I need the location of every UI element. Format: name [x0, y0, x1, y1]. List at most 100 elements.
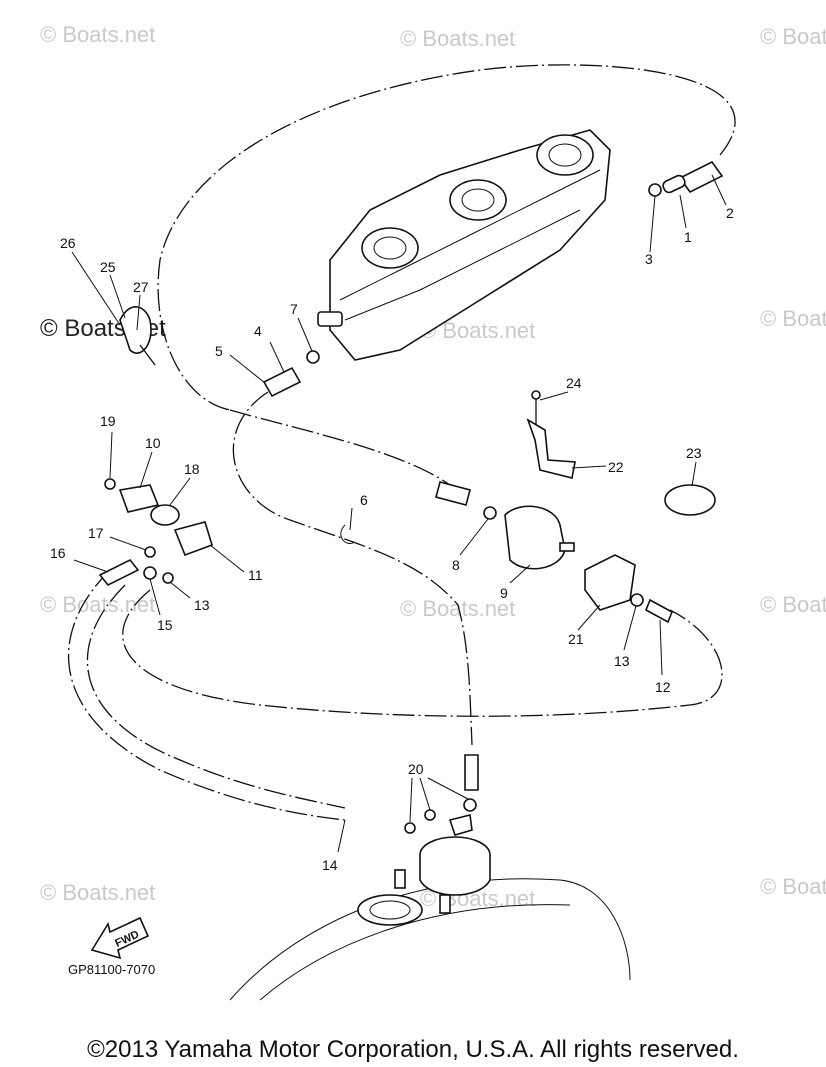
carburetor-mount	[317, 311, 343, 327]
bolt-head-24	[531, 390, 541, 400]
clamp-17	[144, 546, 156, 558]
callout-22: 22	[608, 459, 624, 475]
small-parts	[98, 160, 724, 791]
callout-11: 11	[248, 567, 263, 583]
fuel-cock-11	[173, 521, 213, 557]
leader-23	[691, 461, 697, 487]
watermark: © Boats.net	[40, 592, 155, 617]
copyright-notice: ©2013 Yamaha Motor Corporation, U.S.A. A…	[87, 1036, 739, 1063]
leader-10	[139, 451, 153, 489]
inner-hose-loop	[86, 584, 346, 809]
tie-27	[139, 344, 156, 366]
fuel-sender-body	[419, 855, 491, 896]
filler-neck-inner	[369, 900, 411, 920]
gasket-18	[150, 504, 180, 526]
leader-3	[649, 195, 656, 253]
clamp-20c	[463, 798, 477, 812]
carburetor-rail	[344, 209, 581, 321]
carburetor-throat-3	[536, 134, 594, 176]
leader-20b	[419, 777, 431, 811]
callout-13-left: 13	[194, 597, 210, 613]
carburetor-throat-2	[449, 179, 507, 221]
carburetor-body	[329, 129, 611, 361]
watermark: © Boats.net	[400, 596, 515, 621]
watermark: © Boats.net	[40, 22, 155, 47]
callout-20: 20	[408, 761, 424, 777]
callout-12: 12	[655, 679, 671, 695]
hose-12	[644, 598, 674, 624]
leader-21	[577, 604, 601, 631]
fuel-filter-outlet	[559, 542, 575, 552]
leader-26	[71, 251, 121, 326]
strainer-holder-21	[584, 554, 636, 611]
fuel-filter-9	[504, 505, 566, 570]
callout-2: 2	[726, 205, 734, 221]
callout-23: 23	[686, 445, 702, 461]
clamp-13b	[630, 593, 644, 607]
leader-24	[539, 391, 569, 401]
screw-19	[104, 478, 116, 490]
leader-14	[337, 819, 346, 853]
callout-26: 26	[60, 235, 76, 251]
leader-20c	[427, 777, 469, 800]
callout-5: 5	[215, 343, 223, 359]
clamp-3	[648, 183, 662, 197]
callout-labels: 1 2 3 4 5 6 7 8 9 10 11 12 13 13 14 15 1…	[50, 205, 734, 873]
leader-19	[109, 431, 113, 479]
callout-21: 21	[568, 631, 584, 647]
clamp-13a	[162, 572, 174, 584]
leader-20a	[409, 777, 413, 823]
callout-16: 16	[50, 545, 66, 561]
hose-outlet-fitting	[464, 754, 479, 791]
tank-fitting	[394, 869, 406, 889]
hose-to-strainer	[122, 589, 723, 717]
callout-18: 18	[184, 461, 200, 477]
clamp-20b	[424, 809, 436, 821]
carburetor-bore-2	[461, 188, 495, 212]
joint-1	[662, 174, 686, 194]
tank-fitting	[439, 894, 451, 914]
callout-10: 10	[145, 435, 161, 451]
carburetor-assembly	[317, 129, 611, 361]
carburetor-bore-1	[373, 236, 407, 260]
leader-13a	[169, 581, 191, 599]
leader-4	[269, 341, 285, 373]
fuel-tank-area	[229, 798, 631, 1001]
leader-2	[711, 174, 727, 206]
leader-9	[509, 564, 531, 584]
clamp-20a	[404, 822, 416, 834]
band-23	[664, 484, 716, 516]
leader-lines	[71, 174, 727, 853]
leader-22	[571, 465, 607, 469]
callout-15: 15	[157, 617, 173, 633]
leader-7	[297, 317, 313, 352]
elbow-fitting	[448, 814, 473, 836]
callout-3: 3	[645, 251, 653, 267]
watermark: © Boats.net	[760, 24, 826, 49]
fuel-tank-contour	[259, 904, 571, 1001]
clip-6	[340, 524, 356, 544]
watermark: © Boats.net	[760, 306, 826, 331]
callout-1: 1	[684, 229, 692, 245]
filler-neck-ring	[357, 894, 423, 926]
callout-24: 24	[566, 375, 582, 391]
leader-5	[229, 354, 266, 384]
callout-6: 6	[360, 492, 368, 508]
watermark: © Boats.net	[400, 26, 515, 51]
callout-17: 17	[88, 525, 104, 541]
watermark: © Boats.net	[760, 592, 826, 617]
bracket-22	[526, 418, 576, 479]
leader-6	[349, 507, 353, 531]
outer-hose-loop	[67, 569, 346, 821]
callout-13-right: 13	[614, 653, 630, 669]
leader-13b	[623, 605, 637, 651]
leader-17	[109, 536, 147, 551]
callout-8: 8	[452, 557, 460, 573]
carburetor-throat-1	[361, 227, 419, 269]
watermark: © Boats.net	[760, 874, 826, 899]
hose-fitting-4	[262, 366, 302, 398]
hose-routing	[67, 64, 736, 821]
leader-12	[659, 619, 663, 676]
forward-direction-arrow: FWD	[90, 916, 150, 960]
